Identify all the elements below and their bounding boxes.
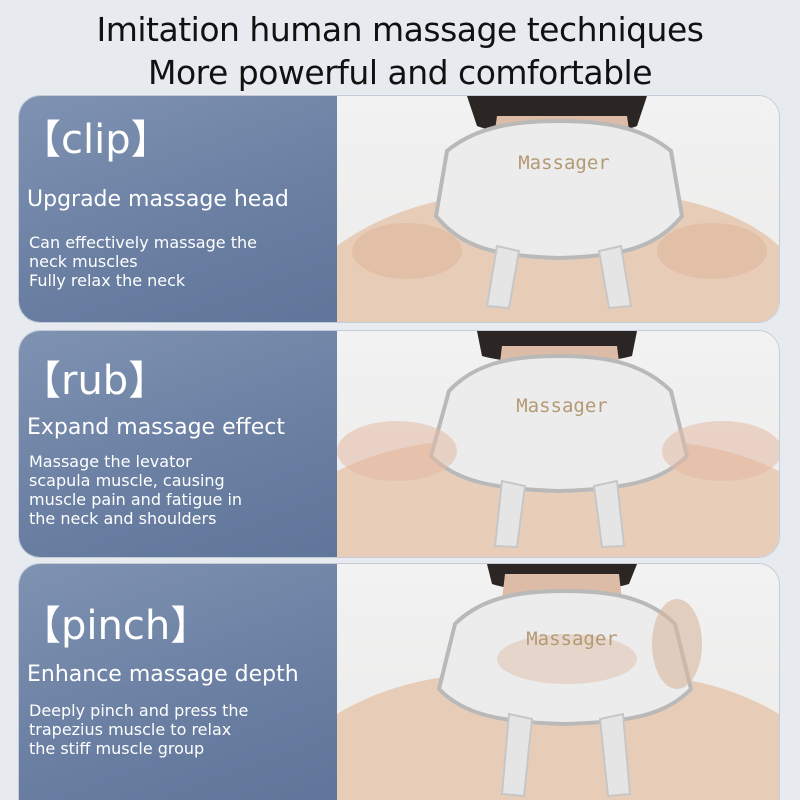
feature-card-rub: 【rub】 Expand massage effect Massage the … (18, 330, 780, 558)
feature-name: 【pinch】 (21, 600, 210, 652)
device-label: Massager (516, 395, 608, 417)
description-line: scapula muscle, causing (29, 471, 225, 490)
feature-subtitle: Upgrade massage head (27, 187, 289, 212)
bracket-open: 【 (21, 603, 61, 649)
device-label: Massager (526, 628, 618, 650)
bracket-close: 】 (128, 358, 169, 404)
feature-description: Deeply pinch and press the trapezius mus… (29, 701, 319, 758)
product-photo: Massager (337, 331, 779, 557)
feature-card-clip: 【clip】 Upgrade massage head Can effectiv… (18, 95, 780, 323)
description-line: muscle pain and fatigue in (29, 490, 243, 509)
product-photo: Massager (337, 96, 779, 322)
subheadline: More powerful and comfortable (148, 53, 653, 92)
description-line: Fully relax the neck (29, 271, 186, 290)
description-line: trapezius muscle to relax (29, 720, 232, 739)
description-line: neck muscles (29, 252, 138, 271)
feature-name: 【rub】 (21, 355, 168, 407)
bracket-close: 】 (170, 603, 211, 649)
feature-name-text: rub (61, 358, 129, 404)
feature-description: Massage the levator scapula muscle, caus… (29, 452, 319, 528)
bracket-open: 【 (21, 358, 61, 404)
description-line: the neck and shoulders (29, 509, 217, 528)
feature-subtitle: Enhance massage depth (27, 662, 299, 687)
feature-name: 【clip】 (21, 114, 171, 166)
massager-illustration (337, 564, 779, 800)
device-label: Massager (518, 152, 610, 174)
feature-description: Can effectively massage the neck muscles… (29, 233, 319, 290)
description-line: Deeply pinch and press the (29, 701, 249, 720)
bracket-close: 】 (130, 117, 171, 163)
feature-name-text: clip (61, 117, 131, 163)
description-line: Can effectively massage the (29, 233, 257, 252)
feature-name-text: pinch (61, 603, 171, 649)
feature-panel: 【rub】 Expand massage effect Massage the … (19, 331, 337, 557)
header: Imitation human massage techniques More … (0, 8, 800, 94)
feature-panel: 【pinch】 Enhance massage depth Deeply pin… (19, 564, 337, 800)
feature-card-pinch: 【pinch】 Enhance massage depth Deeply pin… (18, 563, 780, 800)
bracket-open: 【 (21, 117, 61, 163)
description-line: the stiff muscle group (29, 739, 205, 758)
massager-illustration (337, 96, 779, 322)
massager-illustration (337, 331, 779, 557)
feature-panel: 【clip】 Upgrade massage head Can effectiv… (19, 96, 337, 322)
product-photo: Massager (337, 564, 779, 800)
feature-subtitle: Expand massage effect (27, 415, 286, 440)
headline: Imitation human massage techniques (96, 10, 704, 49)
description-line: Massage the levator (29, 452, 192, 471)
